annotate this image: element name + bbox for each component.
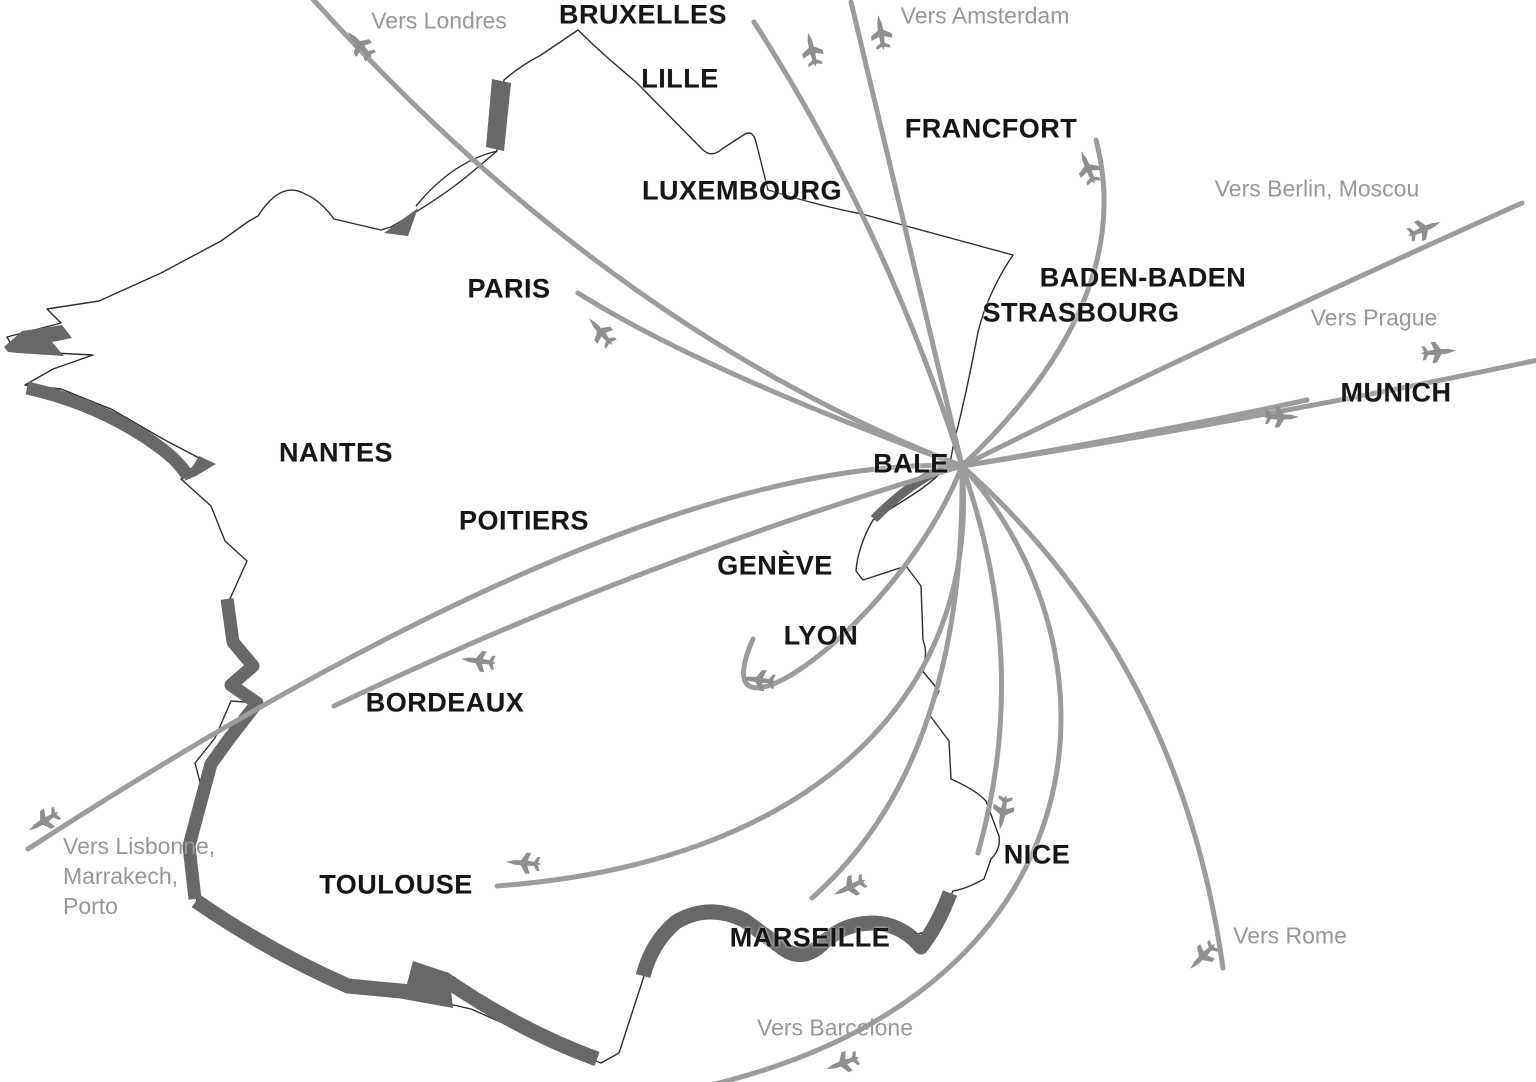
plane-icon-bruxelles xyxy=(797,30,827,69)
route-nice xyxy=(959,463,1005,856)
route-lisbonne xyxy=(25,463,965,852)
route-rome xyxy=(959,463,1226,971)
plane-icon-prague xyxy=(1420,339,1457,364)
pyrenees-band-east xyxy=(438,971,600,1067)
plane-icon-lisbonne xyxy=(23,803,64,840)
city-label-lyon: LYON xyxy=(783,620,859,651)
plane-icon-amsterdam xyxy=(867,13,895,52)
city-label-toulouse: TOULOUSE xyxy=(319,869,473,900)
city-label-bordeaux: BORDEAUX xyxy=(365,687,525,718)
jura-band xyxy=(870,460,953,523)
route-lines xyxy=(25,0,1536,1082)
route-bruxelles xyxy=(751,19,965,469)
external-label-lisbonne-marrakech-porto: Vers Lisbonne, Marrakech, Porto xyxy=(63,833,216,919)
atlantic-coast-band xyxy=(182,598,264,900)
city-label-geneve: GENÈVE xyxy=(717,550,833,581)
external-label-berlin-moscou: Vers Berlin, Moscou xyxy=(1214,175,1420,202)
estuary-arrowhead xyxy=(384,208,418,236)
route-berlin-moscou xyxy=(959,200,1525,469)
route-francfort xyxy=(959,137,1107,469)
estuary-line xyxy=(415,150,498,207)
city-label-francfort: FRANCFORT xyxy=(904,113,1078,144)
hub-label-bale: BALE xyxy=(873,448,949,479)
city-label-bruxelles: BRUXELLES xyxy=(558,0,728,30)
mediterranean-band xyxy=(635,890,958,979)
brittany-south-band xyxy=(25,381,194,481)
city-label-nantes: NANTES xyxy=(278,437,394,468)
pyrenees-band-west xyxy=(191,894,412,1000)
city-label-nice: NICE xyxy=(1003,839,1071,870)
coast-shadow-bands xyxy=(4,79,958,1067)
route-londres xyxy=(310,0,965,469)
external-label-londres: Vers Londres xyxy=(371,7,507,34)
city-label-strasbourg: STRASBOURG xyxy=(982,297,1180,328)
city-label-paris: PARIS xyxy=(467,273,551,304)
city-label-lille: LILLE xyxy=(641,63,719,94)
city-label-baden-baden: BADEN-BADEN xyxy=(1039,262,1247,293)
route-amsterdam xyxy=(848,0,965,469)
plane-icon-barcelone xyxy=(822,1047,863,1080)
route-lyon xyxy=(741,463,965,691)
city-label-poitiers: POITIERS xyxy=(458,505,590,536)
pyrenees-step-band xyxy=(403,961,453,1008)
route-paris xyxy=(575,290,965,469)
external-label-barcelone: Vers Barcelone xyxy=(757,1014,913,1041)
external-label-amsterdam: Vers Amsterdam xyxy=(900,2,1070,29)
city-label-munich: MUNICH xyxy=(1340,377,1452,408)
external-label-prague: Vers Prague xyxy=(1310,304,1438,331)
city-label-luxembourg: LUXEMBOURG xyxy=(642,175,842,206)
route-barcelone xyxy=(713,463,1064,1082)
external-label-rome: Vers Rome xyxy=(1233,922,1347,949)
route-munich xyxy=(959,397,1310,469)
plane-icon-rome xyxy=(1182,936,1223,977)
brittany-notch-band xyxy=(184,456,216,481)
route-bordeaux xyxy=(331,463,965,709)
channel-coast-band xyxy=(486,79,511,151)
city-label-marseille: MARSEILLE xyxy=(729,922,891,953)
brittany-west-band xyxy=(4,325,72,356)
hub-node xyxy=(956,460,968,472)
route-toulouse xyxy=(494,463,966,889)
